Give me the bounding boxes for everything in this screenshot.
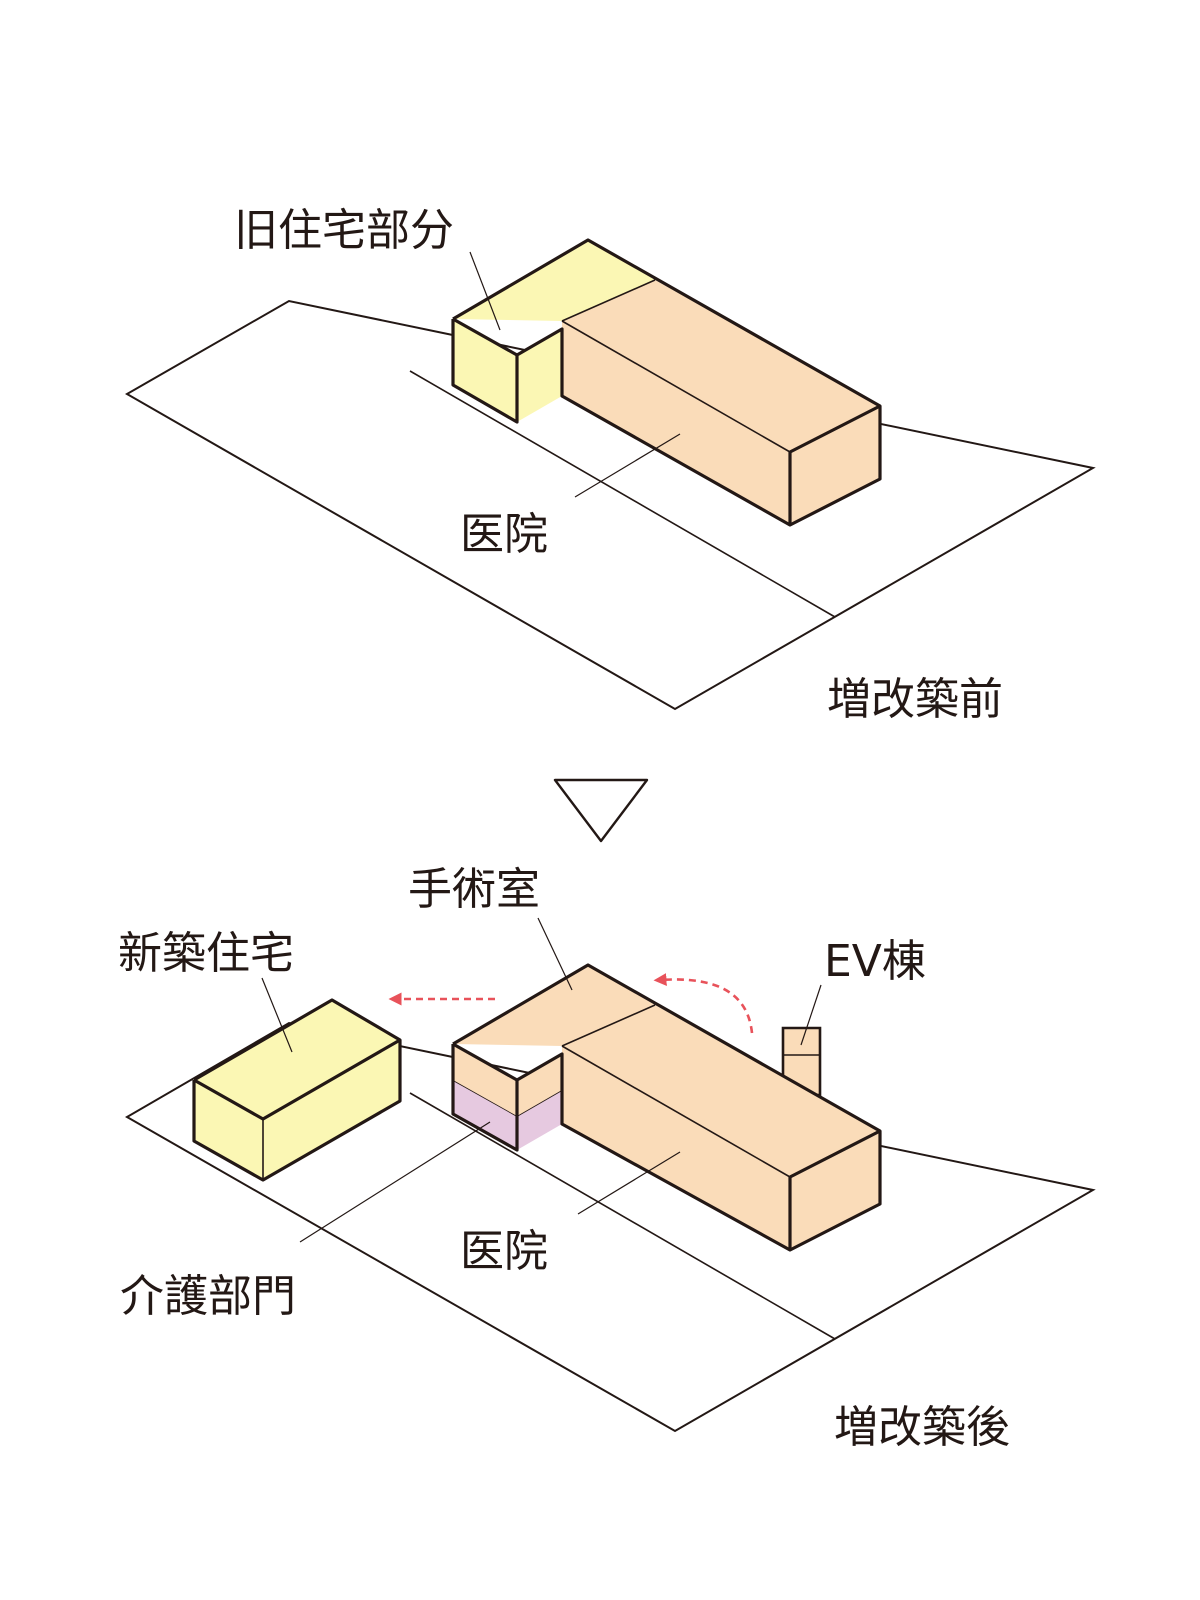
caption-after: 増改築後	[834, 1402, 1010, 1453]
building-outline-after	[451, 963, 882, 1252]
relocation-arrow-curved	[653, 973, 754, 1034]
ev-core-block	[781, 1026, 822, 1097]
site-plot-after	[124, 1021, 1096, 1433]
road-boundary-before	[409, 370, 836, 618]
label-care: 介護部門	[120, 1271, 296, 1322]
clinic-block-before	[561, 279, 880, 525]
operating-room-block	[453, 965, 655, 1150]
leader-clinic-before	[574, 433, 681, 498]
clinic-block-after	[561, 1004, 880, 1250]
label-new-residence: 新築住宅	[118, 928, 294, 979]
old-residence-block	[453, 240, 655, 422]
new-residence-block	[192, 998, 402, 1182]
site-plot-before	[124, 299, 1096, 711]
label-ev: EV棟	[824, 936, 926, 987]
leader-care	[299, 1121, 491, 1243]
before-diagram: 旧住宅部分 医院 増改築前	[124, 205, 1096, 725]
after-diagram: 手術室 新築住宅 EV棟 医院 介護部門 増改築後	[118, 864, 1096, 1453]
label-old-residence: 旧住宅部分	[234, 205, 454, 256]
leader-new-residence	[261, 977, 293, 1053]
leader-ev	[800, 984, 822, 1046]
leader-old-residence	[469, 251, 501, 331]
caption-before: 増改築前	[827, 674, 1003, 725]
label-clinic-after: 医院	[460, 1226, 548, 1277]
label-clinic-before: 医院	[460, 509, 548, 560]
leader-operating-room	[537, 917, 573, 991]
building-outline-before	[451, 238, 882, 527]
label-operating-room: 手術室	[408, 864, 540, 915]
road-boundary-after	[409, 1092, 836, 1340]
down-triangle-icon	[553, 778, 649, 843]
leader-clinic-after	[577, 1151, 681, 1215]
